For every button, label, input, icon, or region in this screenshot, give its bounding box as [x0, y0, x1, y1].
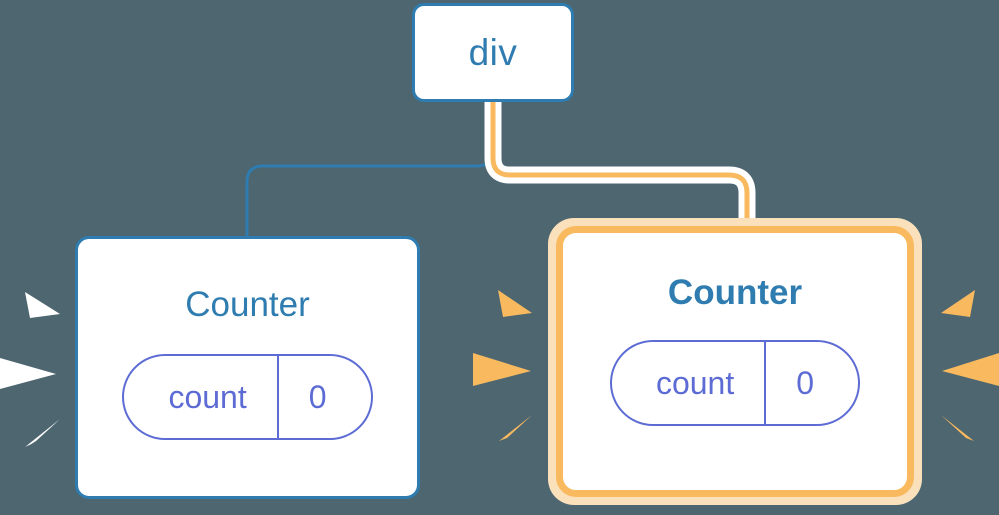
state-pill-divider — [276, 356, 279, 438]
state-pill-divider — [764, 342, 767, 424]
state-pill-counter-left[interactable]: count 0 — [122, 354, 373, 440]
connector-div-to-counter-left — [245, 99, 495, 238]
spark-left-card-upper — [25, 292, 60, 318]
connector-div-to-counter-right-halo — [484, 92, 756, 235]
spark-right-card-right-upper — [941, 290, 975, 317]
state-pill-value: 0 — [796, 365, 815, 401]
spark-right-card-right-lower — [941, 415, 974, 441]
node-counter-right-label: Counter — [667, 273, 803, 312]
spark-right-card-left-lower — [499, 415, 532, 441]
node-counter-left[interactable]: Counter count 0 — [75, 236, 420, 499]
spark-right-card-left-upper — [498, 290, 532, 317]
spark-left-card-lower — [28, 420, 59, 446]
node-counter-right[interactable]: Counter count 0 — [556, 226, 914, 497]
spark-right-card-left-middle — [473, 353, 531, 386]
connector-div-to-counter-right — [490, 98, 750, 229]
state-pill-key: count — [168, 379, 247, 415]
state-pill-key: count — [655, 365, 735, 401]
state-pill-value: 0 — [308, 379, 327, 415]
spark-left-card-middle — [0, 358, 56, 389]
node-div[interactable]: div — [412, 3, 574, 102]
node-counter-left-label: Counter — [185, 285, 310, 324]
spark-left-card-lower-fill — [25, 419, 60, 447]
state-pill-counter-right[interactable]: count 0 — [609, 340, 861, 426]
spark-right-card-right-middle — [942, 353, 999, 386]
node-div-label: div — [468, 32, 518, 73]
